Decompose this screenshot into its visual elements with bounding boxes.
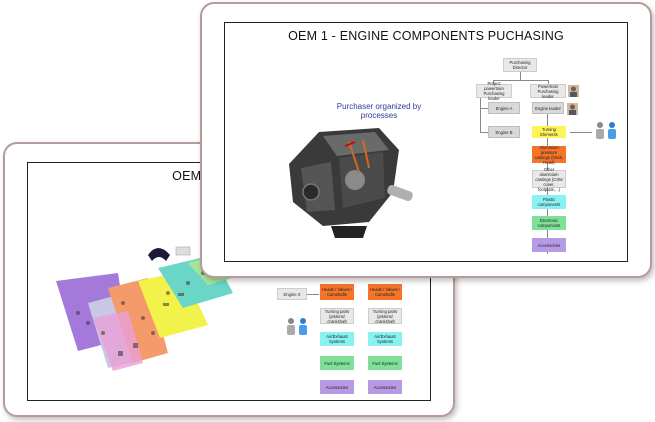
oem2-col1-item: Air/Exhaust Systems — [320, 332, 354, 346]
engine-a-box: Engine A — [488, 102, 520, 114]
oem2-col1-item: Fuel Systems — [320, 356, 354, 370]
oem2-col1-item: Heads / Valves / Camshafts — [320, 284, 354, 300]
oem2-engine-x-box: Engine X — [277, 288, 307, 300]
person-photo-icon — [568, 85, 579, 97]
slide-oem1-title: OEM 1 - ENGINE COMPONENTS PUCHASING — [224, 22, 628, 50]
buyers-people-icon — [287, 318, 307, 335]
engine-b-box: Engine B — [488, 126, 520, 138]
org-item-box: Accessories — [532, 238, 566, 252]
oem2-col2-item: Heads / Valves / Camshafts — [368, 284, 402, 300]
turning-elements-box: Turning Elements — [532, 126, 566, 138]
purchaser-caption: Purchaser organized by processes — [336, 102, 422, 120]
oem2-col2-item: Accessories — [368, 380, 402, 394]
slide-oem1: OEM 1 - ENGINE COMPONENTS PUCHASING Purc… — [200, 2, 652, 278]
org-item-box: Aluminium pressure castings (block, Head… — [532, 145, 566, 165]
oem2-col1-item: Turning parts (pistons/ crankshaft — [320, 308, 354, 324]
person-photo-icon — [567, 103, 578, 115]
project-powertrain-leader-box: Project powertrain Purchasing leader — [476, 81, 512, 101]
powertrain-leader-box: Powertrain Purchasing leader — [530, 84, 566, 99]
org-item-box: Electronic components — [532, 216, 566, 230]
oem2-col2-item: Fuel Systems — [368, 356, 402, 370]
engine-image — [289, 128, 413, 238]
org-item-box: Plastic components — [532, 195, 566, 209]
purchasing-director-box: Purchasing Director — [503, 58, 537, 72]
buyers-people-icon — [596, 122, 616, 139]
org-item-box: Other aluminium castings (CSM cover, foo… — [532, 167, 566, 192]
oem2-col2-item: Air/Exhaust Systems — [368, 332, 402, 346]
oem2-col1-item: Accessories — [320, 380, 354, 394]
engine-leader-box: Engine leader — [532, 102, 564, 114]
oem2-col2-item: Turning parts (pistons/ crankshaft — [368, 308, 402, 324]
slide-oem1-content: Purchaser organized by processes Purchas… — [224, 48, 628, 262]
